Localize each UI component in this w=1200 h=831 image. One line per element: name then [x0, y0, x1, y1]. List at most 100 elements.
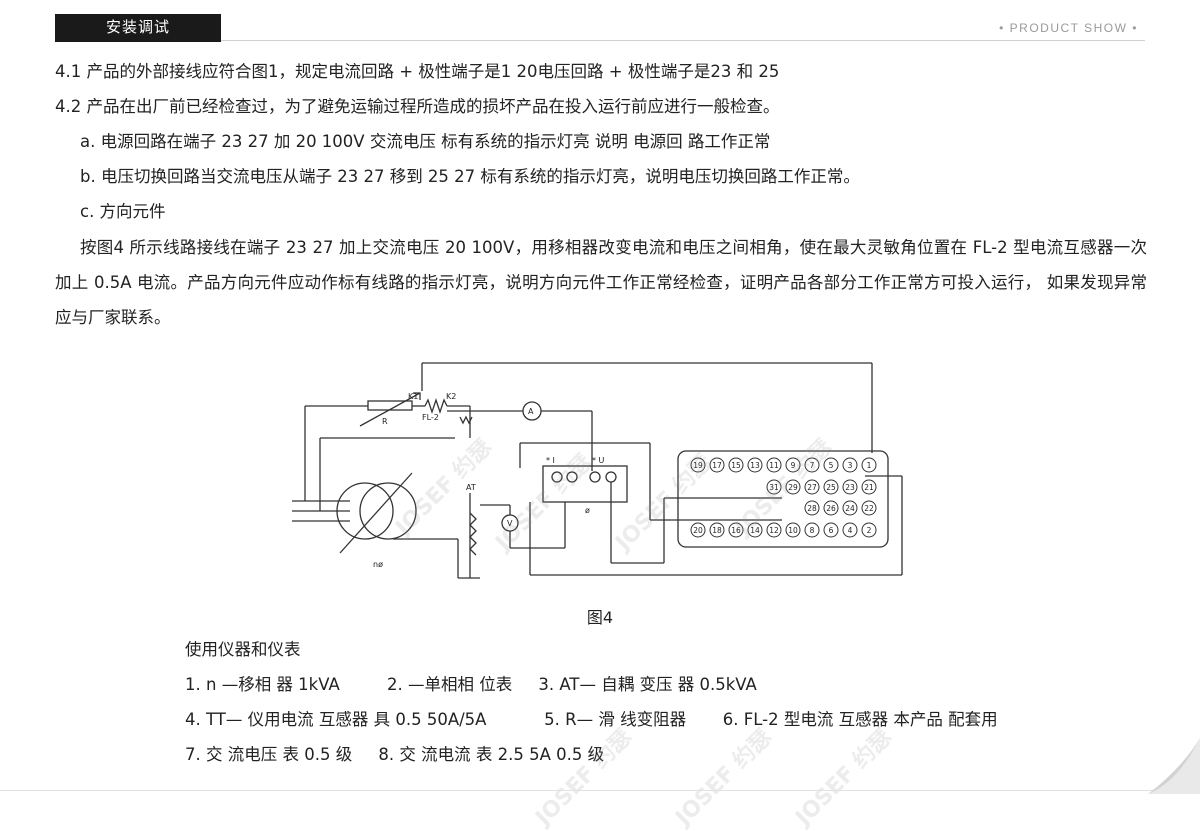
terminal-18	[709, 522, 725, 538]
terminal-14	[747, 522, 763, 538]
terminal-8	[804, 522, 820, 538]
label-voltmeter: V	[507, 519, 513, 528]
instruments-row-3: 7. 交 流电压 表 0.5 级 8. 交 流电流 表 2.5 5A 0.5 级	[185, 745, 605, 764]
phase-shifter-coil-2	[359, 482, 417, 540]
terminal-label-20: 20	[693, 526, 703, 535]
label-r: R	[382, 417, 388, 426]
terminal-label-6: 6	[829, 526, 834, 535]
terminal-31	[766, 479, 782, 495]
terminal-label-23: 23	[845, 483, 855, 492]
terminal-16	[728, 522, 744, 538]
section-tag: 安装调试	[55, 14, 221, 40]
terminal-label-22: 22	[864, 504, 874, 513]
terminal-20	[690, 522, 706, 538]
terminal-label-13: 13	[750, 461, 760, 470]
ammeter	[522, 401, 542, 421]
terminal-25	[823, 479, 839, 495]
terminal-28	[804, 500, 820, 516]
watermark: JOSEF 约瑟	[531, 724, 637, 831]
label-fl2: FL-2	[422, 413, 439, 422]
terminal-label-1: 1	[867, 461, 872, 470]
terminal-label-5: 5	[829, 461, 834, 470]
instruments-title: 使用仪器和仪表	[185, 640, 301, 659]
terminal-label-9: 9	[791, 461, 796, 470]
line-4-1: 4.1 产品的外部接线应符合图1，规定电流回路 + 极性端子是1 20电压回路 …	[55, 62, 780, 81]
label-n-phi: nø	[373, 560, 383, 569]
terminal-24	[842, 500, 858, 516]
phase-shifter-coil-1	[336, 482, 394, 540]
voltmeter	[501, 514, 519, 532]
terminal-label-3: 3	[848, 461, 853, 470]
test-paragraph: 按图4 所示线路接线在端子 23 27 加上交流电压 20 100V，用移相器改…	[55, 238, 1147, 327]
terminal-4	[842, 522, 858, 538]
terminal-1	[861, 457, 877, 473]
resistor-r	[367, 400, 413, 411]
terminal-label-18: 18	[712, 526, 722, 535]
terminal-12	[766, 522, 782, 538]
terminal-17	[709, 457, 725, 473]
terminal-label-12: 12	[769, 526, 779, 535]
terminal-2	[861, 522, 877, 538]
label-phi: ø	[585, 506, 590, 515]
terminal-5	[823, 457, 839, 473]
terminal-26	[823, 500, 839, 516]
item-a: a. 电源回路在端子 23 27 加 20 100V 交流电压 标有系统的指示灯…	[80, 132, 771, 151]
terminal-7	[804, 457, 820, 473]
terminal-label-4: 4	[848, 526, 853, 535]
terminal-11	[766, 457, 782, 473]
watermark: JOSEF 约瑟	[671, 724, 777, 831]
label-star-u: * U	[592, 456, 605, 465]
header-rule-dark	[55, 40, 221, 42]
figure-caption: 图4	[586, 608, 614, 627]
watermark: JOSEF 约瑟	[791, 724, 897, 831]
terminal-22	[861, 500, 877, 516]
terminal-board	[677, 450, 889, 548]
terminal-label-8: 8	[810, 526, 815, 535]
terminal-27	[804, 479, 820, 495]
terminal-23	[842, 479, 858, 495]
terminal-label-26: 26	[826, 504, 836, 513]
terminal-label-17: 17	[712, 461, 722, 470]
label-star-i: * I	[546, 456, 555, 465]
product-show-label: • PRODUCT SHOW •	[993, 21, 1144, 35]
terminal-label-25: 25	[826, 483, 836, 492]
terminal-label-21: 21	[864, 483, 874, 492]
label-k2: K2	[446, 392, 456, 401]
relay-block	[542, 465, 628, 503]
terminal-label-27: 27	[807, 483, 817, 492]
terminal-label-29: 29	[788, 483, 798, 492]
terminal-29	[785, 479, 801, 495]
terminal-label-24: 24	[845, 504, 855, 513]
terminal-21	[861, 479, 877, 495]
terminal-15	[728, 457, 744, 473]
terminal-label-19: 19	[693, 461, 703, 470]
item-b: b. 电压切换回路当交流电压从端子 23 27 移到 25 27 标有系统的指示…	[80, 167, 860, 186]
terminal-label-16: 16	[731, 526, 741, 535]
header-rule	[221, 40, 1145, 41]
terminal-10	[785, 522, 801, 538]
label-ammeter: A	[528, 407, 534, 416]
terminal-3	[842, 457, 858, 473]
terminal-6	[823, 522, 839, 538]
page-curl-icon	[1148, 738, 1200, 794]
terminal-19	[690, 457, 706, 473]
terminal-13	[747, 457, 763, 473]
terminal-9	[785, 457, 801, 473]
label-k1: K1	[408, 392, 418, 401]
line-4-2: 4.2 产品在出厂前已经检查过，为了避免运输过程所造成的损坏产品在投入运行前应进…	[55, 97, 780, 116]
terminal-label-10: 10	[788, 526, 798, 535]
bottom-rule	[0, 790, 1200, 791]
terminal-label-7: 7	[810, 461, 815, 470]
terminal-label-31: 31	[769, 483, 779, 492]
terminal-label-11: 11	[769, 461, 779, 470]
label-at: AT	[466, 483, 476, 492]
terminal-label-2: 2	[867, 526, 872, 535]
terminal-label-15: 15	[731, 461, 741, 470]
instruments-row-2: 4. TT— 仪用电流 互感器 具 0.5 50A/5A 5. R— 滑 线变阻…	[185, 710, 998, 729]
terminal-label-28: 28	[807, 504, 817, 513]
terminal-label-14: 14	[750, 526, 760, 535]
instruments-row-1: 1. n —移相 器 1kVA 2. —单相相 位表 3. AT— 自耦 变压 …	[185, 675, 757, 694]
item-c: c. 方向元件	[80, 202, 166, 221]
